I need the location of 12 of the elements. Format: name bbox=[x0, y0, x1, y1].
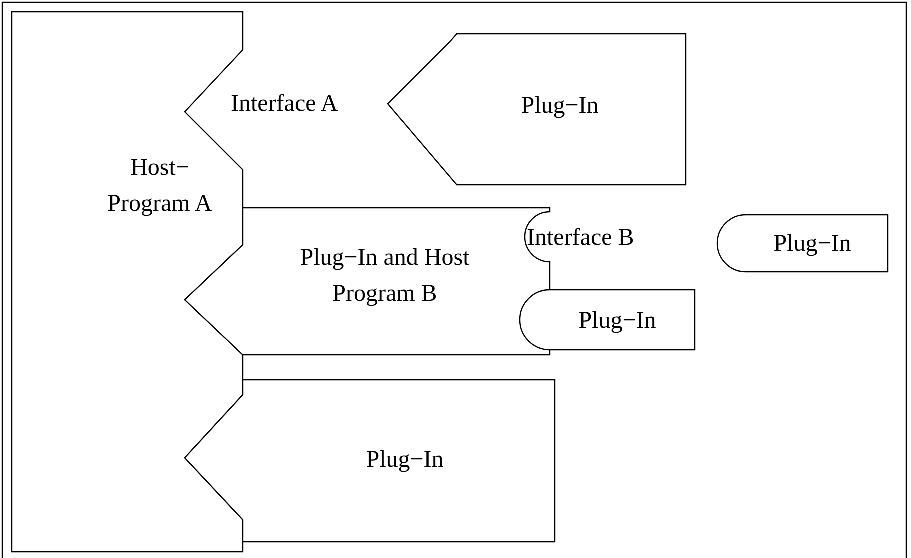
node-label: Plug−In bbox=[365, 446, 445, 475]
node-label: Plug−In and Host Program B bbox=[299, 244, 471, 309]
node-label: Plug−In bbox=[578, 307, 658, 336]
interface-label: Interface A bbox=[231, 92, 338, 116]
plug-in-shape bbox=[183, 378, 557, 544]
interface-label: Interface B bbox=[527, 226, 634, 250]
plug-in-shape bbox=[520, 288, 697, 352]
node-label: Host− Program A bbox=[106, 154, 214, 219]
node-label: Plug−In bbox=[520, 92, 600, 121]
plug-in-shape bbox=[716, 213, 890, 274]
plug-in-shape bbox=[386, 32, 688, 187]
node-label: Plug−In bbox=[772, 230, 852, 259]
